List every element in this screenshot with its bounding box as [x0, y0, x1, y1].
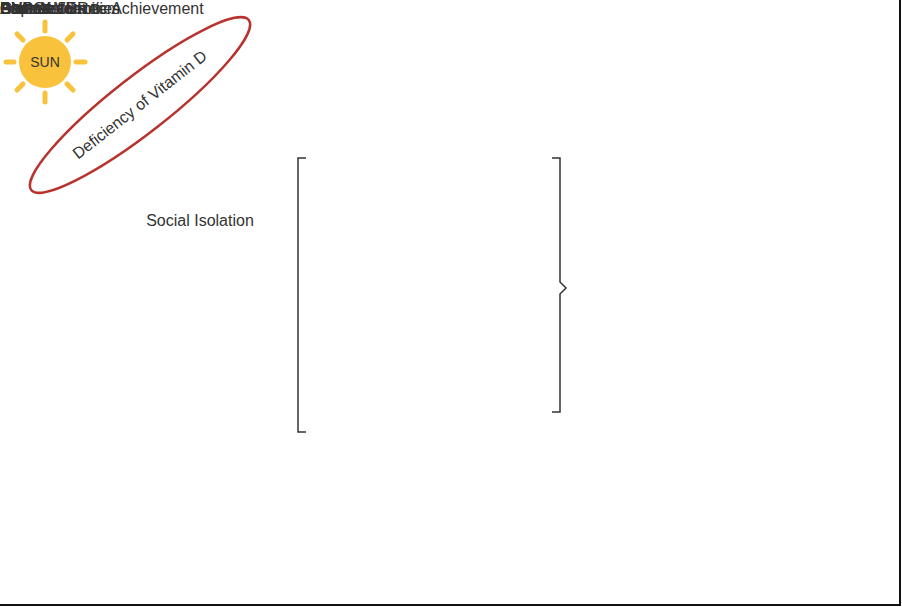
sun-circle: SUN — [19, 36, 71, 88]
sun-ray — [67, 84, 73, 90]
social-isolation-node: Social Isolation — [130, 145, 270, 233]
frame-line — [899, 0, 901, 606]
snp-node: SNP of VDR — [0, 0, 89, 21]
node-label: SNP of VDR — [0, 0, 89, 18]
sun-ray — [6, 60, 14, 65]
right-bracket — [552, 158, 566, 412]
sun-ray — [43, 22, 48, 31]
sun-ray — [17, 84, 23, 90]
ellipse-shape — [14, 0, 266, 212]
sun-ray — [76, 60, 85, 65]
left-bracket — [298, 158, 306, 432]
node-label: Deficiency of Vitamin D — [69, 47, 210, 163]
node-label: SUN — [30, 54, 60, 70]
frame-line — [0, 604, 901, 606]
sun-ray — [43, 93, 48, 102]
sun-rays — [6, 22, 85, 102]
sun-ray — [17, 34, 23, 40]
vitamin-d-ellipse: Deficiency of Vitamin D — [11, 0, 269, 215]
node-label: Social Isolation — [146, 212, 254, 230]
sun-ray — [67, 34, 73, 40]
